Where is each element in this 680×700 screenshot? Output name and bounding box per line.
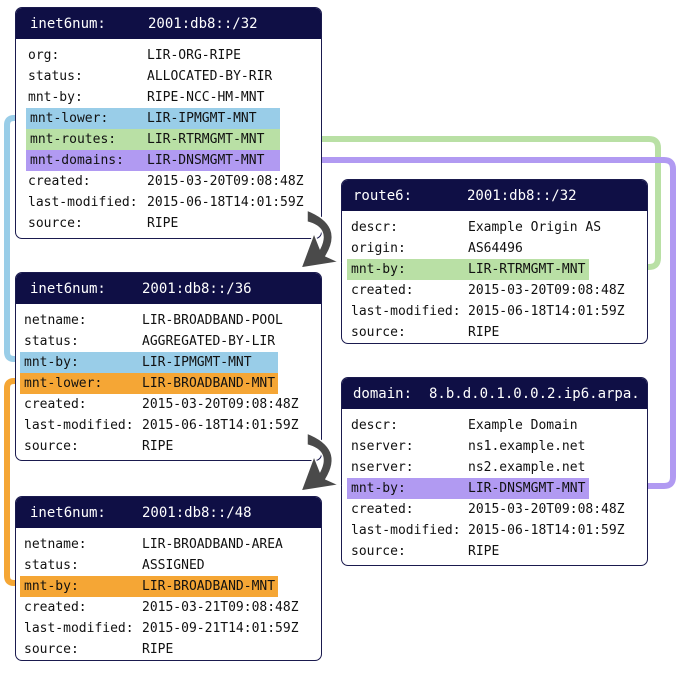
inet6num-object-32: inet6num: 2001:db8::/32 org:LIR-ORG-RIPE… [15,7,322,239]
attribute-row-origin: origin:AS64496 [351,241,523,256]
connector-purple [266,157,676,489]
attribute-list: descr:Example Domain nserver:ns1.example… [342,409,647,562]
attribute-row-mnt-lower-highlighted: mnt-lower:LIR-BROADBAND-MNT [20,373,278,394]
attribute-row-source: source:RIPE [24,439,174,454]
attribute-row-created: created:2015-03-20T09:08:48Z [351,502,625,517]
attribute-row-org: org:LIR-ORG-RIPE [28,48,241,63]
attribute-row-descr: descr:Example Domain [351,418,578,433]
attribute-row-source: source:RIPE [24,642,174,657]
attribute-list: org:LIR-ORG-RIPE status:ALLOCATED-BY-RIR… [16,39,321,234]
attribute-row-mnt-routes-highlighted: mnt-routes:LIR-RTRMGMT-MNT [26,129,280,150]
attribute-row-mnt-by-highlighted: mnt-by:LIR-DNSMGMT-MNT [347,478,589,499]
attribute-row-mnt-domains-highlighted: mnt-domains:LIR-DNSMGMT-MNT [26,150,280,171]
object-header: inet6num: 2001:db8::/48 [16,497,321,528]
attribute-row-descr: descr:Example Origin AS [351,220,602,235]
object-key: 2001:db8::/32 [148,15,258,32]
object-header: inet6num: 2001:db8::/36 [16,273,321,304]
attribute-row-created: created:2015-03-20T09:08:48Z [351,283,625,298]
attribute-row-netname: netname:LIR-BROADBAND-POOL [24,313,283,328]
attribute-row-source: source:RIPE [351,544,500,559]
attribute-row-status: status:AGGREGATED-BY-LIR [24,334,276,349]
attribute-row-last-modified: last-modified:2015-06-18T14:01:59Z [351,523,625,538]
object-header: route6: 2001:db8::/32 [342,180,647,211]
inet6num-object-36: inet6num: 2001:db8::/36 netname:LIR-BROA… [15,272,322,461]
object-key: 2001:db8::/32 [467,187,577,204]
attribute-row-mnt-lower-highlighted: mnt-lower:LIR-IPMGMT-MNT [26,108,280,129]
attribute-list: netname:LIR-BROADBAND-AREA status:ASSIGN… [16,528,321,660]
object-header: domain: 8.b.d.0.1.0.0.2.ip6.arpa. [342,378,647,409]
inet6num-object-48: inet6num: 2001:db8::/48 netname:LIR-BROA… [15,496,322,661]
attribute-list: descr:Example Origin AS origin:AS64496 m… [342,211,647,343]
attribute-row-created: created:2015-03-21T09:08:48Z [24,600,299,615]
object-type: inet6num: [30,280,106,297]
attribute-row-mnt-by-highlighted: mnt-by:LIR-RTRMGMT-MNT [347,259,589,280]
object-header: inet6num: 2001:db8::/32 [16,8,321,39]
attribute-row-mnt-by-highlighted: mnt-by:LIR-IPMGMT-MNT [20,352,278,373]
attribute-row-netname: netname:LIR-BROADBAND-AREA [24,537,283,552]
connector-orange [4,378,20,586]
attribute-row-source: source:RIPE [351,325,500,340]
attribute-row-last-modified: last-modified:2015-06-18T14:01:59Z [28,195,304,210]
attribute-row-last-modified: last-modified:2015-06-18T14:01:59Z [351,304,625,319]
route6-object: route6: 2001:db8::/32 descr:Example Orig… [341,179,648,344]
connector-green [266,136,661,270]
attribute-row-last-modified: last-modified:2015-09-21T14:01:59Z [24,621,299,636]
object-key: 2001:db8::/36 [142,280,252,297]
object-type: inet6num: [30,15,106,32]
attribute-row-mnt-by: mnt-by:RIPE-NCC-HM-MNT [28,90,265,105]
attribute-row-source: source:RIPE [28,216,179,231]
attribute-row-nserver: nserver:ns2.example.net [351,460,586,475]
attribute-row-created: created:2015-03-20T09:08:48Z [28,174,304,189]
attribute-row-status: status:ALLOCATED-BY-RIR [28,69,273,84]
object-type: domain: [353,385,413,402]
connector-blue [4,115,26,362]
attribute-row-nserver: nserver:ns1.example.net [351,439,586,454]
attribute-row-last-modified: last-modified:2015-06-18T14:01:59Z [24,418,299,433]
object-type: route6: [353,187,413,204]
attribute-row-mnt-by-highlighted: mnt-by:LIR-BROADBAND-MNT [20,576,278,597]
domain-object: domain: 8.b.d.0.1.0.0.2.ip6.arpa. descr:… [341,377,648,566]
attribute-row-status: status:ASSIGNED [24,558,205,573]
object-key: 2001:db8::/48 [142,504,252,521]
attribute-row-created: created:2015-03-20T09:08:48Z [24,397,299,412]
attribute-list: netname:LIR-BROADBAND-POOL status:AGGREG… [16,304,321,457]
object-key: 8.b.d.0.1.0.0.2.ip6.arpa. [429,385,640,402]
object-type: inet6num: [30,504,106,521]
